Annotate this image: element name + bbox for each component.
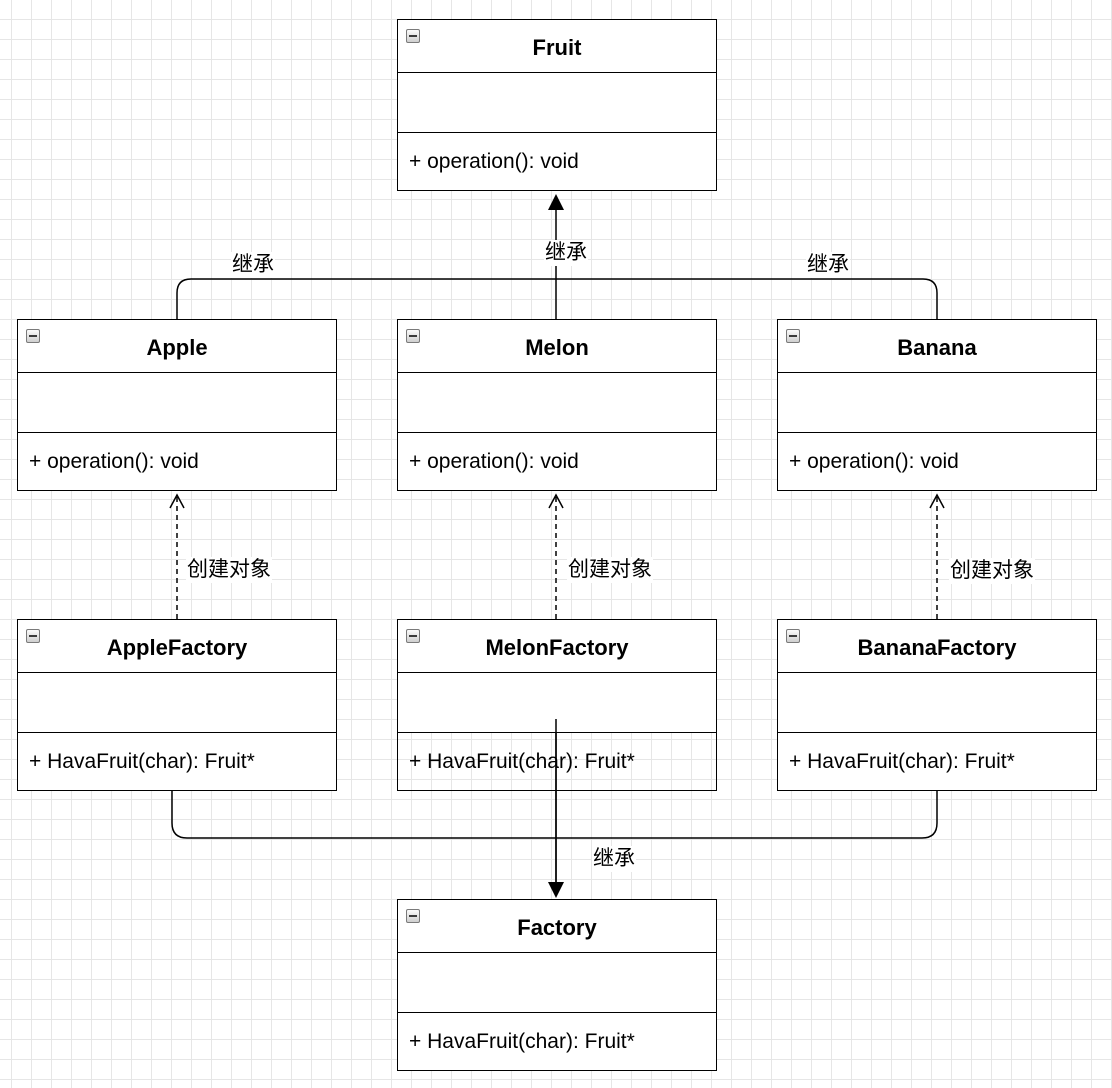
class-header: Melon	[398, 320, 716, 373]
class-header: MelonFactory	[398, 620, 716, 673]
operations-section: + HavaFruit(char): Fruit*	[398, 733, 716, 789]
class-factory[interactable]: Factory + HavaFruit(char): Fruit*	[397, 899, 717, 1071]
operations-section: + operation(): void	[398, 133, 716, 189]
inherit-edge-factories	[171, 791, 938, 839]
collapse-icon[interactable]	[26, 629, 40, 643]
class-name: MelonFactory	[485, 635, 629, 660]
class-header: Fruit	[398, 20, 716, 73]
class-name: Factory	[517, 915, 597, 940]
collapse-icon[interactable]	[406, 29, 420, 43]
arrowhead-open-melon	[548, 493, 564, 509]
class-fruit[interactable]: Fruit + operation(): void	[397, 19, 717, 191]
edge-label-inherit-banana: 继承	[806, 252, 850, 278]
operation-item: + HavaFruit(char): Fruit*	[789, 750, 1015, 773]
collapse-icon[interactable]	[786, 329, 800, 343]
class-melon[interactable]: Melon + operation(): void	[397, 319, 717, 491]
attributes-section	[18, 673, 336, 733]
collapse-icon[interactable]	[406, 629, 420, 643]
inherit-edge-apple	[176, 278, 556, 319]
operation-item: + HavaFruit(char): Fruit*	[409, 750, 635, 773]
attributes-section	[398, 73, 716, 133]
class-name: Fruit	[532, 35, 582, 60]
attributes-section	[778, 673, 1096, 733]
attributes-section	[398, 673, 716, 733]
edge-label-inherit-apple: 继承	[231, 252, 275, 278]
operations-section: + operation(): void	[18, 433, 336, 489]
operations-section: + operation(): void	[778, 433, 1096, 489]
operation-item: + operation(): void	[789, 450, 959, 473]
collapse-icon[interactable]	[26, 329, 40, 343]
edge-label-create-banana: 创建对象	[949, 558, 1035, 584]
class-banana-factory[interactable]: BananaFactory + HavaFruit(char): Fruit*	[777, 619, 1097, 791]
attributes-section	[398, 953, 716, 1013]
arrowhead-filled-fruit	[548, 194, 564, 210]
class-name: Melon	[525, 335, 589, 360]
attributes-section	[398, 373, 716, 433]
operation-item: + operation(): void	[29, 450, 199, 473]
attributes-section	[18, 373, 336, 433]
arrowhead-open-banana	[929, 493, 945, 509]
attributes-section	[778, 373, 1096, 433]
operations-section: + HavaFruit(char): Fruit*	[398, 1013, 716, 1069]
class-name: Banana	[897, 335, 977, 360]
class-melon-factory[interactable]: MelonFactory + HavaFruit(char): Fruit*	[397, 619, 717, 791]
operations-section: + HavaFruit(char): Fruit*	[778, 733, 1096, 789]
operations-section: + operation(): void	[398, 433, 716, 489]
collapse-icon[interactable]	[406, 909, 420, 923]
operations-section: + HavaFruit(char): Fruit*	[18, 733, 336, 789]
operation-item: + operation(): void	[409, 450, 579, 473]
class-banana[interactable]: Banana + operation(): void	[777, 319, 1097, 491]
collapse-icon[interactable]	[786, 629, 800, 643]
class-apple[interactable]: Apple + operation(): void	[17, 319, 337, 491]
class-header: Apple	[18, 320, 336, 373]
class-header: Banana	[778, 320, 1096, 373]
inherit-edge-banana	[556, 278, 938, 319]
arrowhead-open-apple	[169, 493, 185, 509]
class-name: BananaFactory	[857, 635, 1017, 660]
class-apple-factory[interactable]: AppleFactory + HavaFruit(char): Fruit*	[17, 619, 337, 791]
class-header: BananaFactory	[778, 620, 1096, 673]
edge-label-create-apple: 创建对象	[186, 557, 272, 583]
arrowhead-filled-factory	[548, 882, 564, 898]
edge-label-inherit-melon: 继承	[544, 240, 588, 266]
class-name: AppleFactory	[106, 635, 248, 660]
operation-item: + HavaFruit(char): Fruit*	[29, 750, 255, 773]
operation-item: + operation(): void	[409, 150, 579, 173]
collapse-icon[interactable]	[406, 329, 420, 343]
edge-label-create-melon: 创建对象	[567, 557, 653, 583]
edge-label-inherit-factories: 继承	[592, 846, 636, 872]
class-header: AppleFactory	[18, 620, 336, 673]
operation-item: + HavaFruit(char): Fruit*	[409, 1030, 635, 1053]
class-header: Factory	[398, 900, 716, 953]
class-name: Apple	[146, 335, 208, 360]
